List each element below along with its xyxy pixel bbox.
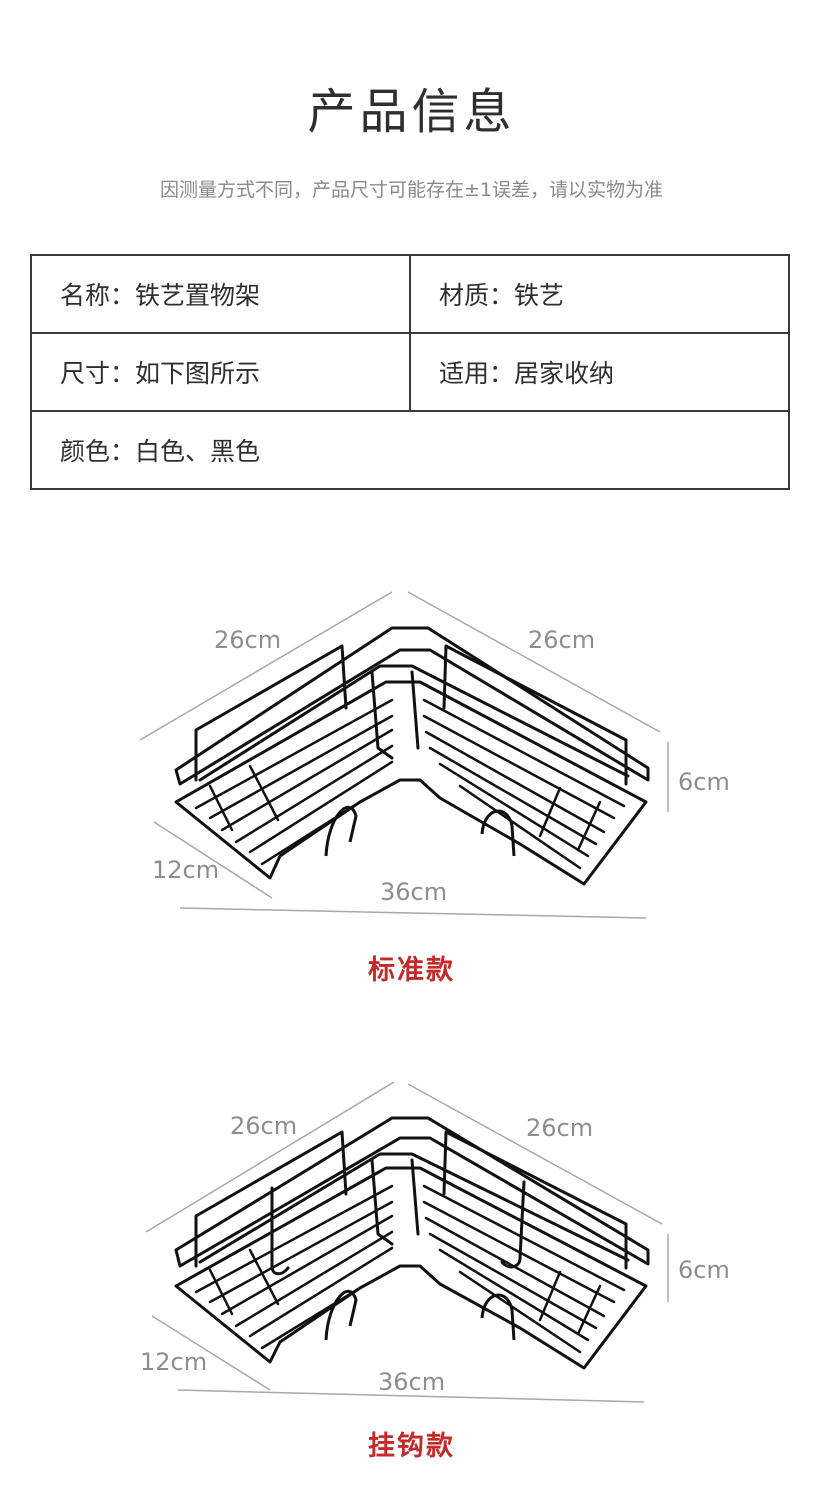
variant-label: 挂钩款 (368, 1431, 455, 1462)
dim-width: 36cm (378, 1368, 446, 1396)
variant-label: 标准款 (368, 955, 455, 986)
shelf-wireframe (174, 1116, 650, 1370)
dim-right-top: 26cm (526, 1114, 594, 1142)
product-hook: 26cm 26cm 6cm 12cm 36cm 挂钩款 (0, 1070, 823, 1490)
spec-row: 尺寸：如下图所示 适用：居家收纳 (30, 332, 790, 412)
shelf-slats (194, 698, 626, 870)
spec-table: 名称：铁艺置物架 材质：铁艺 尺寸：如下图所示 适用：居家收纳 颜色：白色、黑色 (30, 254, 790, 490)
spec-color: 颜色：白色、黑色 (30, 410, 790, 490)
shelf-wireframe (174, 626, 650, 886)
hooks (270, 1180, 526, 1276)
dim-depth: 12cm (152, 856, 220, 884)
suction-loops (324, 805, 516, 857)
dim-depth: 12cm (140, 1348, 208, 1376)
dim-height: 6cm (678, 768, 730, 796)
product-standard: 26cm 26cm 6cm 12cm 36cm 标准款 (0, 580, 823, 1000)
dim-width: 36cm (380, 878, 448, 906)
suction-loops (324, 1289, 516, 1341)
dim-height: 6cm (678, 1256, 730, 1284)
dim-left-top: 26cm (214, 626, 282, 654)
spec-row: 名称：铁艺置物架 材质：铁艺 (30, 254, 790, 334)
dim-right-top: 26cm (528, 626, 596, 654)
spec-material: 材质：铁艺 (409, 254, 790, 334)
corner-shelf-drawing (139, 591, 669, 919)
dimension-lines (139, 591, 669, 919)
spec-size: 尺寸：如下图所示 (30, 332, 411, 412)
dimension-lines (145, 1081, 669, 1403)
shelf-slats (194, 1184, 626, 1354)
spec-usage: 适用：居家收纳 (409, 332, 790, 412)
spec-name: 名称：铁艺置物架 (30, 254, 411, 334)
spec-row: 颜色：白色、黑色 (30, 410, 790, 490)
corner-shelf-drawing (145, 1081, 669, 1403)
page-title: 产品信息 (307, 84, 516, 140)
page-subtitle: 因测量方式不同，产品尺寸可能存在±1误差，请以实物为准 (159, 179, 663, 201)
dim-left-top: 26cm (230, 1112, 298, 1140)
